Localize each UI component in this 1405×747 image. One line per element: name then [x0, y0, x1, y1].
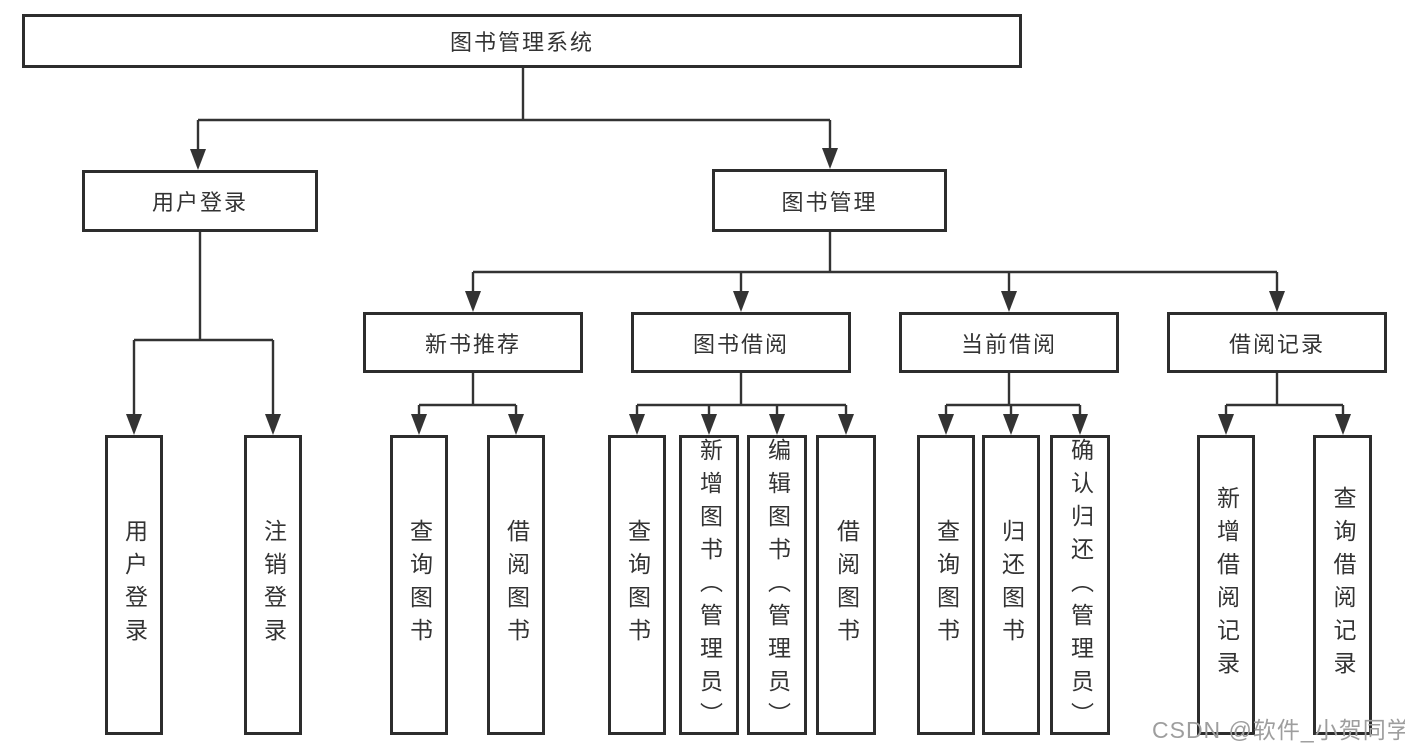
watermark: CSDN @软件_小贺同学: [1152, 717, 1405, 743]
leaf-logout-login-label: 注销登录: [260, 519, 287, 651]
leaf-borrow-borrow-books: 借阅图书: [816, 435, 876, 735]
node-book-borrow: 图书借阅: [631, 312, 851, 373]
leaf-records-query-record-label: 查询借阅记录: [1330, 486, 1356, 684]
leaf-user-login: 用户登录: [105, 435, 163, 735]
node-user-login: 用户登录: [82, 170, 318, 232]
node-user-login-label: 用户登录: [151, 190, 248, 215]
node-borrow-records-label: 借阅记录: [1228, 331, 1325, 357]
node-new-book-recommend-label: 新书推荐: [424, 331, 521, 357]
leaf-logout-login: 注销登录: [244, 435, 302, 735]
leaf-recommend-borrow-books-label: 借阅图书: [503, 519, 530, 651]
node-new-book-recommend: 新书推荐: [363, 312, 583, 373]
leaf-current-query-books-label: 查询图书: [933, 519, 960, 651]
leaf-records-query-record: 查询借阅记录: [1313, 435, 1372, 735]
node-root-label: 图书管理系统: [449, 30, 594, 55]
leaf-records-add-record: 新增借阅记录: [1197, 435, 1255, 735]
leaf-borrow-edit-books-admin-label: 编辑图书（管理员）: [764, 438, 791, 735]
leaf-borrow-add-books-admin-label: 新增图书（管理员）: [696, 438, 723, 735]
leaf-user-login-label: 用户登录: [121, 519, 148, 651]
leaf-current-return-books-label: 归还图书: [998, 519, 1025, 651]
leaf-borrow-query-books-label: 查询图书: [624, 519, 651, 651]
node-book-management-label: 图书管理: [781, 189, 878, 215]
leaf-borrow-borrow-books-label: 借阅图书: [833, 519, 860, 651]
node-current-borrow: 当前借阅: [899, 312, 1119, 373]
node-borrow-records: 借阅记录: [1167, 312, 1387, 373]
leaf-recommend-query-books-label: 查询图书: [406, 519, 433, 651]
node-book-management: 图书管理: [712, 169, 947, 232]
node-root: 图书管理系统: [22, 14, 1022, 68]
leaf-borrow-query-books: 查询图书: [608, 435, 666, 735]
leaf-current-confirm-return-admin: 确认归还（管理员）: [1050, 435, 1110, 735]
leaf-recommend-query-books: 查询图书: [390, 435, 448, 735]
leaf-borrow-add-books-admin: 新增图书（管理员）: [679, 435, 739, 735]
leaf-borrow-edit-books-admin: 编辑图书（管理员）: [747, 435, 807, 735]
leaf-current-return-books: 归还图书: [982, 435, 1040, 735]
node-book-borrow-label: 图书借阅: [692, 331, 789, 357]
leaf-records-add-record-label: 新增借阅记录: [1213, 486, 1240, 684]
leaf-current-confirm-return-admin-label: 确认归还（管理员）: [1067, 438, 1094, 735]
leaf-current-query-books: 查询图书: [917, 435, 975, 735]
node-current-borrow-label: 当前借阅: [960, 331, 1057, 357]
leaf-recommend-borrow-books: 借阅图书: [487, 435, 545, 735]
